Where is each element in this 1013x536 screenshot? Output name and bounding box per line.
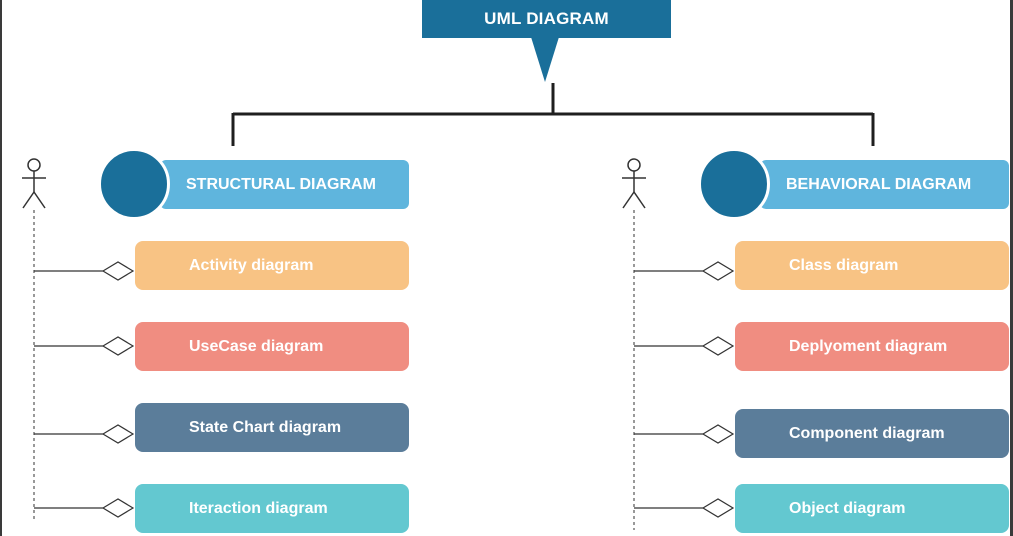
aggregation-diamond-icon [701, 424, 735, 444]
item-state-chart-diagram: State Chart diagram [135, 403, 409, 452]
behavioral-circle-icon [698, 148, 770, 220]
aggregation-diamond-icon [101, 336, 135, 356]
structural-header: STRUCTURAL DIAGRAM [160, 160, 409, 209]
item-label: Component diagram [789, 424, 945, 442]
root-pointer [531, 37, 559, 82]
actor-icon [22, 158, 46, 209]
item-class-diagram: Class diagram [735, 241, 1009, 290]
structural-header-label: STRUCTURAL DIAGRAM [186, 175, 376, 193]
item-activity-diagram: Activity diagram [135, 241, 409, 290]
aggregation-diamond-icon [701, 336, 735, 356]
behavioral-header: BEHAVIORAL DIAGRAM [760, 160, 1009, 209]
aggregation-diamond-icon [101, 424, 135, 444]
root-node: UML DIAGRAM [422, 0, 671, 38]
item-label: Class diagram [789, 256, 899, 274]
item-label: Deplyoment diagram [789, 337, 948, 355]
aggregation-diamond-icon [701, 261, 735, 281]
item-label: Activity diagram [189, 256, 314, 274]
item-component-diagram: Component diagram [735, 409, 1009, 458]
behavioral-header-label: BEHAVIORAL DIAGRAM [786, 175, 972, 193]
item-label: Object diagram [789, 499, 906, 517]
item-iteraction-diagram: Iteraction diagram [135, 484, 409, 533]
item-deplyoment-diagram: Deplyoment diagram [735, 322, 1009, 371]
item-usecase-diagram: UseCase diagram [135, 322, 409, 371]
aggregation-diamond-icon [101, 261, 135, 281]
item-label: State Chart diagram [189, 418, 342, 436]
item-label: UseCase diagram [189, 337, 324, 355]
actor-icon [622, 158, 646, 209]
structural-circle-icon [98, 148, 170, 220]
item-object-diagram: Object diagram [735, 484, 1009, 533]
aggregation-diamond-icon [701, 498, 735, 518]
aggregation-diamond-icon [101, 498, 135, 518]
item-label: Iteraction diagram [189, 499, 328, 517]
root-label: UML DIAGRAM [484, 9, 609, 28]
